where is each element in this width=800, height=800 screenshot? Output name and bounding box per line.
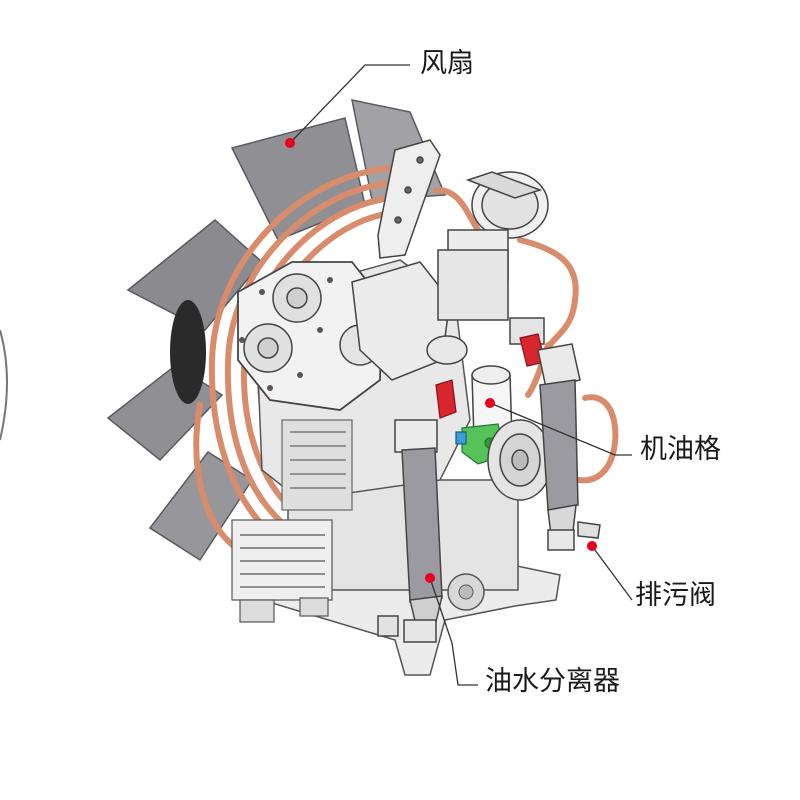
head-bolts xyxy=(239,277,333,391)
marker-fan xyxy=(285,138,295,148)
label-oil-water-separator: 油水分离器 xyxy=(485,666,620,697)
leader-line-separator xyxy=(429,577,478,686)
edge-arc xyxy=(0,329,8,441)
oil-water-separator xyxy=(377,419,443,643)
label-oil-filter: 机油格 xyxy=(640,434,721,465)
crank-pulley xyxy=(487,419,553,501)
label-fan: 风扇 xyxy=(420,48,474,79)
label-drain-valve: 排污阀 xyxy=(635,580,716,611)
marker-drain xyxy=(587,541,597,551)
callout-markers xyxy=(285,138,597,583)
fan-hub xyxy=(170,300,206,404)
leader-lines xyxy=(289,64,633,686)
heat-exchanger xyxy=(231,519,333,623)
valve-caps xyxy=(243,273,381,373)
cooling-fins xyxy=(281,419,353,511)
marker-separator xyxy=(425,573,435,583)
leader-line-oil-filter xyxy=(489,402,632,456)
leader-line-drain xyxy=(591,545,633,601)
right-separator xyxy=(537,343,601,551)
base-port-inner xyxy=(458,584,474,600)
fan-blades xyxy=(106,99,447,562)
upper-fittings xyxy=(426,249,545,365)
top-bracket xyxy=(377,139,441,259)
marker-oil-filter xyxy=(485,398,495,408)
leader-line-fan xyxy=(289,64,410,144)
fan-blade xyxy=(106,364,224,462)
